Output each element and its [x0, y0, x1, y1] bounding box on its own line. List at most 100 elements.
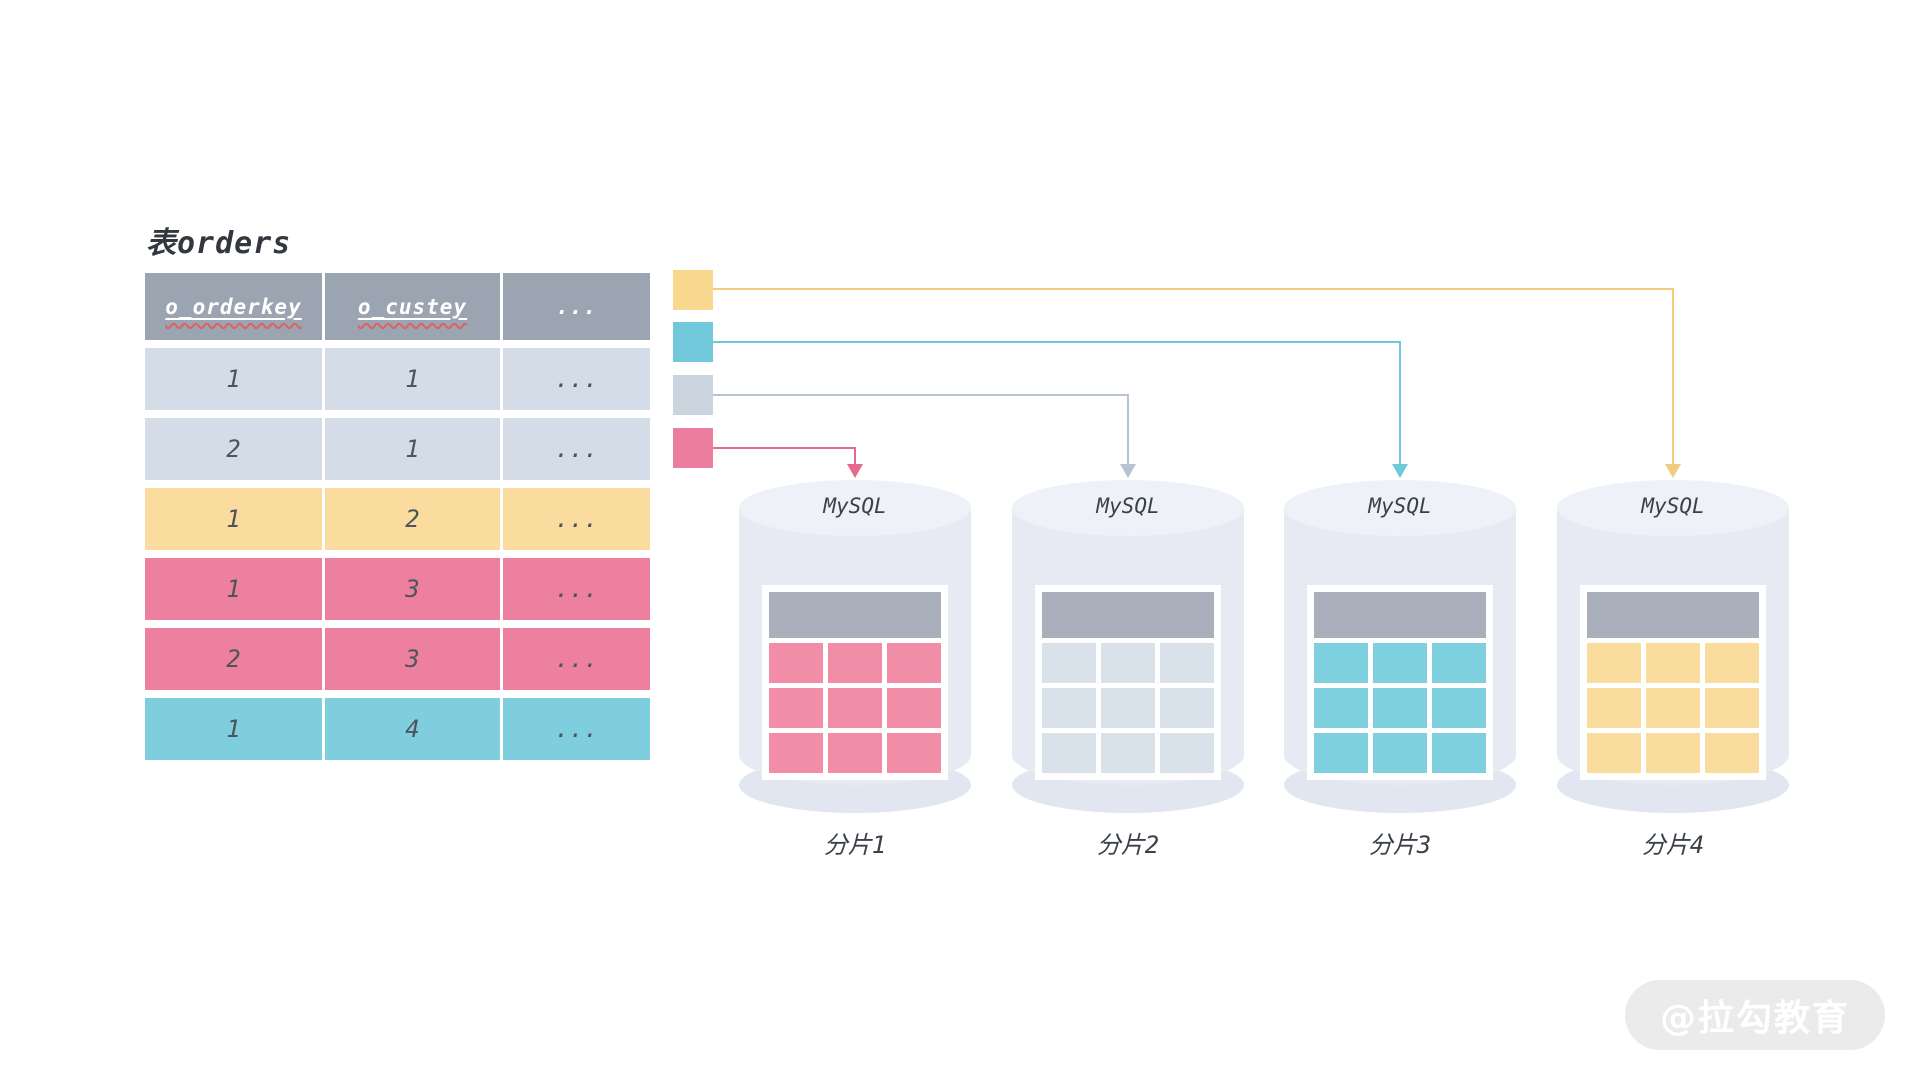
mini-table: [762, 585, 948, 780]
mini-cell: [1587, 643, 1641, 683]
legend-square-pink: [673, 428, 713, 468]
mini-cell: [828, 688, 882, 728]
connector-line-to-shard2: [713, 394, 1128, 396]
mini-cell: [828, 643, 882, 683]
mini-cell: [1587, 733, 1641, 773]
mini-cell: [1646, 733, 1700, 773]
arrow-down-icon: [1665, 464, 1681, 478]
cell-custkey: 4: [325, 698, 500, 760]
mini-table-grid: [1587, 643, 1759, 773]
cell-ellipsis: ...: [503, 558, 650, 620]
mini-cell: [1373, 643, 1427, 683]
connector-line-to-shard3: [1399, 341, 1401, 464]
mini-cell: [1101, 688, 1155, 728]
mini-cell: [1160, 688, 1214, 728]
legend-square-yellow: [673, 270, 713, 310]
db-engine-label: MySQL: [1641, 494, 1705, 518]
shard-label: 分片2: [1096, 831, 1160, 859]
connector-line-to-shard4: [713, 288, 1673, 290]
connector-line-to-shard1: [854, 447, 856, 464]
mini-cell: [887, 643, 941, 683]
cell-orderkey: 2: [145, 418, 322, 480]
mini-table-grid: [1314, 643, 1486, 773]
legend-square-gray: [673, 375, 713, 415]
table-header-row: o_orderkey o_custey ...: [145, 273, 650, 340]
cell-custkey: 2: [325, 488, 500, 550]
mini-table: [1307, 585, 1493, 780]
connector-line-to-shard2: [1127, 394, 1129, 464]
mini-cell: [769, 643, 823, 683]
mini-table-grid: [1042, 643, 1214, 773]
shard-1-database: MySQL 分片1: [739, 480, 971, 880]
table-row: 2 3 ...: [145, 628, 650, 690]
cell-orderkey: 1: [145, 488, 322, 550]
mini-cell: [887, 733, 941, 773]
mini-cell: [1432, 688, 1486, 728]
cell-ellipsis: ...: [503, 418, 650, 480]
mini-cell: [1646, 688, 1700, 728]
mini-cell: [1373, 688, 1427, 728]
shard-label: 分片1: [823, 831, 887, 859]
db-engine-label: MySQL: [1096, 494, 1160, 518]
mini-cell: [1432, 733, 1486, 773]
mini-cell: [1160, 733, 1214, 773]
mini-cell: [1101, 643, 1155, 683]
mini-table-header: [769, 592, 941, 638]
header-label: o_orderkey: [165, 294, 302, 319]
mini-cell: [1705, 733, 1759, 773]
shard-4-database: MySQL 分片4: [1557, 480, 1789, 880]
db-engine-label: MySQL: [1368, 494, 1432, 518]
connector-line-to-shard1: [713, 447, 855, 449]
cell-custkey: 3: [325, 628, 500, 690]
mini-cell: [1705, 688, 1759, 728]
legend-square-teal: [673, 322, 713, 362]
cylinder-top: [1284, 480, 1516, 536]
cell-ellipsis: ...: [503, 488, 650, 550]
connector-line-to-shard4: [1672, 288, 1674, 464]
mini-cell: [1314, 688, 1368, 728]
cylinder-top: [739, 480, 971, 536]
cell-orderkey: 1: [145, 698, 322, 760]
shard-label: 分片3: [1368, 831, 1432, 859]
shard-2-database: MySQL 分片2: [1012, 480, 1244, 880]
mini-cell: [1314, 643, 1368, 683]
cell-custkey: 3: [325, 558, 500, 620]
shard-label: 分片4: [1641, 831, 1705, 859]
table-row: 1 3 ...: [145, 558, 650, 620]
db-engine-label: MySQL: [823, 494, 887, 518]
mini-cell: [1042, 733, 1096, 773]
orders-table: o_orderkey o_custey ... 1 1 ... 2 1 ... …: [145, 273, 650, 760]
cylinder-top: [1557, 480, 1789, 536]
header-cell-o-orderkey: o_orderkey: [145, 273, 322, 340]
table-title: 表orders: [146, 226, 292, 261]
cell-ellipsis: ...: [503, 628, 650, 690]
table-row: 1 4 ...: [145, 698, 650, 760]
table-row: 1 2 ...: [145, 488, 650, 550]
mini-table-header: [1314, 592, 1486, 638]
mini-cell: [769, 733, 823, 773]
mini-cell: [1432, 643, 1486, 683]
cell-orderkey: 1: [145, 558, 322, 620]
table-row: 2 1 ...: [145, 418, 650, 480]
mini-cell: [1101, 733, 1155, 773]
mini-table-header: [1587, 592, 1759, 638]
watermark-badge: @拉勾教育: [1625, 980, 1885, 1050]
shard-3-database: MySQL 分片3: [1284, 480, 1516, 880]
mini-cell: [1042, 688, 1096, 728]
mini-cell: [1314, 733, 1368, 773]
mini-cell: [1373, 733, 1427, 773]
connector-line-to-shard3: [713, 341, 1400, 343]
header-underline-wavy: o_custey: [358, 295, 467, 319]
cell-custkey: 1: [325, 418, 500, 480]
cylinder-top: [1012, 480, 1244, 536]
cell-ellipsis: ...: [503, 348, 650, 410]
mini-cell: [769, 688, 823, 728]
arrow-down-icon: [1120, 464, 1136, 478]
mini-cell: [1042, 643, 1096, 683]
cell-orderkey: 2: [145, 628, 322, 690]
mini-cell: [1160, 643, 1214, 683]
table-row: 1 1 ...: [145, 348, 650, 410]
header-underline-wavy: o_orderkey: [165, 295, 301, 319]
mini-table: [1580, 585, 1766, 780]
arrow-down-icon: [1392, 464, 1408, 478]
